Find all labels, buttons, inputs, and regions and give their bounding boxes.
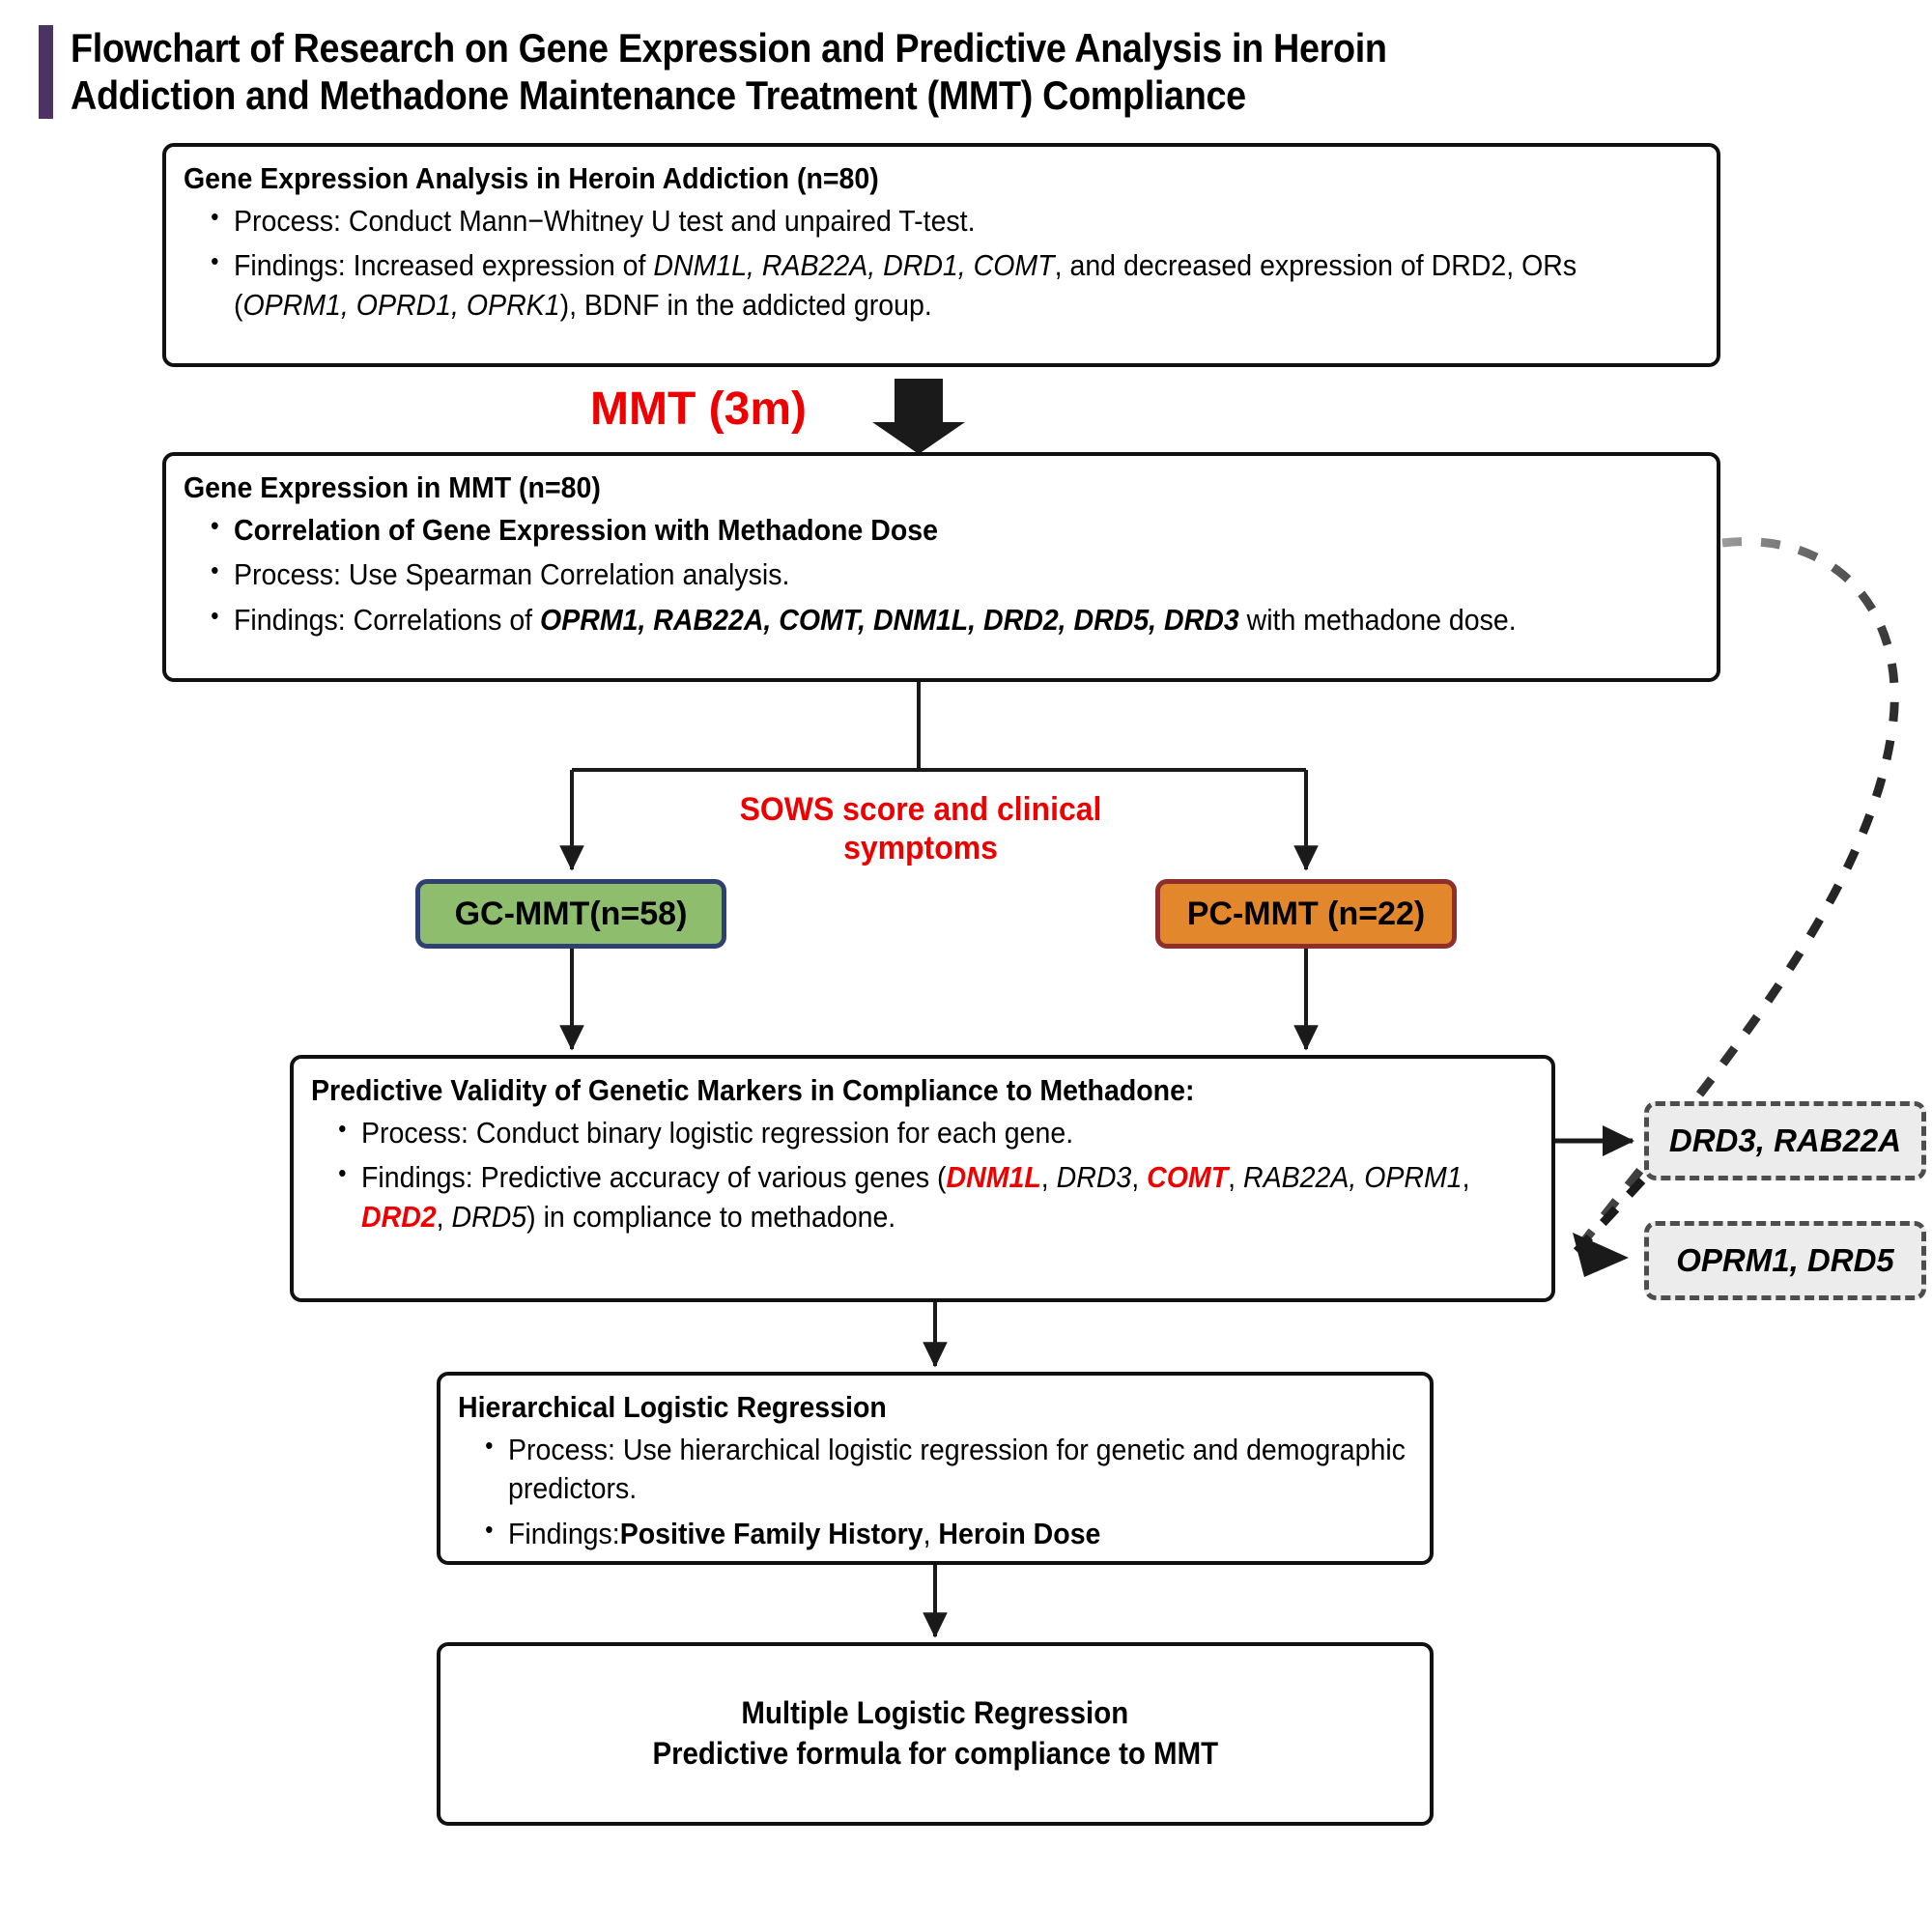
box2-bullets: Correlation of Gene Expression with Meth… <box>184 510 1699 639</box>
box5-line2: Predictive formula for compliance to MMT <box>652 1736 1218 1771</box>
box1-heading: Gene Expression Analysis in Heroin Addic… <box>184 161 879 195</box>
label-mmt-3m: MMT (3m) <box>590 384 807 435</box>
title-text: Flowchart of Research on Gene Expression… <box>71 25 1387 118</box>
title-accent-bar <box>39 25 53 120</box>
group-pc-mmt-label: PC-MMT (n=22) <box>1186 895 1426 932</box>
box3-heading: Predictive Validity of Genetic Markers i… <box>311 1073 1195 1107</box>
box2-heading: Gene Expression in MMT (n=80) <box>184 470 601 504</box>
box-hierarchical-logistic-regression: Hierarchical Logistic Regression Process… <box>437 1372 1434 1565</box>
arrow-mmt-transition <box>872 379 965 454</box>
box3-bullet-process: Process: Conduct binary logistic regress… <box>338 1113 1532 1152</box>
box2-bullet-findings: Findings: Correlations of OPRM1, RAB22A,… <box>211 600 1696 639</box>
box4-bullet-process: Process: Use hierarchical logistic regre… <box>485 1430 1410 1509</box>
box-gene-expression-mmt: Gene Expression in MMT (n=80) Correlatio… <box>162 452 1720 682</box>
group-box-gc-mmt[interactable]: GC-MMT(n=58) <box>415 879 726 949</box>
box4-bullet-findings: Findings:Positive Family History, Heroin… <box>485 1514 1410 1553</box>
box3-bullet-findings: Findings: Predictive accuracy of various… <box>338 1157 1532 1236</box>
box1-bullet-process: Process: Conduct Mann−Whitney U test and… <box>211 201 1696 241</box>
box2-bullet-correlation: Correlation of Gene Expression with Meth… <box>211 510 1696 550</box>
group-gc-mmt-label: GC-MMT(n=58) <box>454 895 688 932</box>
box1-bullets: Process: Conduct Mann−Whitney U test and… <box>184 201 1699 325</box>
chip-drd3-rab22a-label: DRD3, RAB22A <box>1668 1122 1902 1158</box>
label-sows-criteria: SOWS score and clinical symptoms <box>739 791 1102 867</box>
connector-groups-to-predictive <box>559 949 1319 1051</box>
box4-heading: Hierarchical Logistic Regression <box>458 1390 887 1424</box>
chip-oprm1-drd5[interactable]: OPRM1, DRD5 <box>1644 1221 1926 1300</box>
box-predictive-validity: Predictive Validity of Genetic Markers i… <box>290 1055 1555 1302</box>
box1-bullet-findings: Findings: Increased expression of DNM1L,… <box>211 245 1696 325</box>
box2-bullet-process: Process: Use Spearman Correlation analys… <box>211 554 1696 594</box>
box4-bullets: Process: Use hierarchical logistic regre… <box>458 1430 1412 1553</box>
page-title: Flowchart of Research on Gene Expression… <box>39 25 1623 120</box>
box3-bullets: Process: Conduct binary logistic regress… <box>311 1113 1534 1236</box>
chip-drd3-rab22a[interactable]: DRD3, RAB22A <box>1644 1101 1926 1180</box>
box-gene-expression-heroin: Gene Expression Analysis in Heroin Addic… <box>162 143 1720 367</box>
group-box-pc-mmt[interactable]: PC-MMT (n=22) <box>1155 879 1457 949</box>
chip-oprm1-drd5-label: OPRM1, DRD5 <box>1676 1242 1894 1278</box>
box5-line1: Multiple Logistic Regression <box>741 1695 1129 1731</box>
box-multiple-logistic-regression: Multiple Logistic Regression Predictive … <box>437 1642 1434 1826</box>
